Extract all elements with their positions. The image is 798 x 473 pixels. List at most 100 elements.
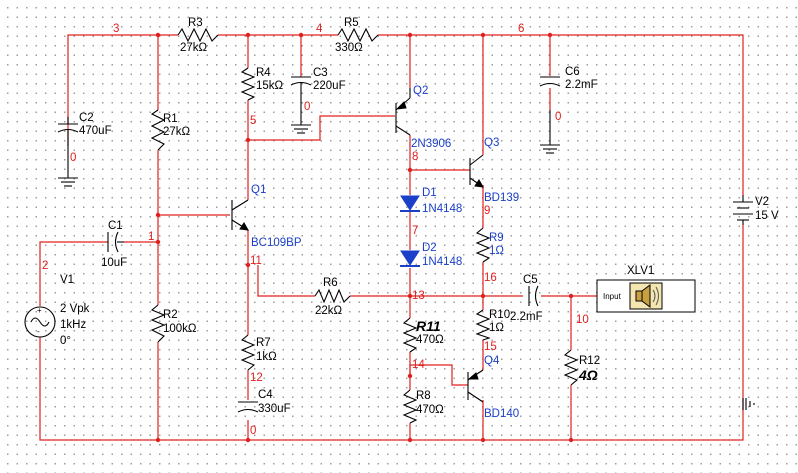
- q3-model: BD139: [484, 192, 519, 204]
- svg-text:+: +: [37, 306, 42, 315]
- resistor-r10[interactable]: [475, 309, 491, 341]
- r12-ref: R12: [579, 355, 600, 367]
- v1-amp: 2 Vpk: [60, 303, 90, 315]
- net-1: 1: [148, 231, 154, 243]
- net-11: 11: [250, 255, 262, 267]
- resistor-r7[interactable]: [240, 334, 256, 371]
- r11-ref: R11: [416, 318, 441, 334]
- resistor-r2[interactable]: [150, 304, 166, 343]
- resistor-r1[interactable]: [150, 109, 166, 151]
- r7-value: 1kΩ: [256, 351, 277, 363]
- r8-ref: R8: [416, 390, 431, 402]
- r3-value: 27kΩ: [180, 42, 208, 54]
- r10-ref: R10: [489, 309, 510, 321]
- c5-value: 2.2mF: [510, 311, 543, 323]
- c1-value: 10uF: [101, 257, 127, 269]
- capacitor-c2[interactable]: [57, 117, 79, 187]
- r3-ref: R3: [188, 17, 203, 29]
- c2-ref: C2: [79, 112, 94, 124]
- r11-value: 470Ω: [416, 334, 444, 346]
- net-0-gnd: 0: [250, 425, 256, 437]
- diode-d1[interactable]: [400, 195, 420, 212]
- svg-text:-: -: [37, 327, 40, 336]
- capacitor-c6[interactable]: [539, 76, 561, 154]
- component-labels: R3 27kΩ R5 330Ω C2 470uF R1 27kΩ R4 15kΩ…: [60, 17, 779, 420]
- c1-ref: C1: [108, 220, 123, 232]
- v2-value: 15 V: [755, 210, 779, 222]
- capacitor-c1[interactable]: [107, 231, 124, 253]
- d2-ref: D2: [422, 242, 437, 254]
- q2-ref: Q2: [413, 85, 428, 97]
- capacitor-c5[interactable]: [528, 285, 539, 307]
- q2-model: 2N3906: [411, 138, 451, 150]
- ac-source-v1[interactable]: + -: [24, 306, 56, 338]
- resistor-r3[interactable]: [177, 27, 219, 43]
- wires: [39, 34, 744, 441]
- r9-value: 1Ω: [489, 245, 504, 257]
- transistor-q1[interactable]: [231, 199, 249, 231]
- probe-xlv1[interactable]: [596, 279, 696, 313]
- resistor-r5[interactable]: [337, 27, 379, 43]
- dc-source-v2[interactable]: [733, 195, 753, 225]
- resistor-r12[interactable]: [563, 349, 579, 386]
- net-2: 2: [42, 260, 48, 272]
- r8-value: 470Ω: [416, 404, 444, 416]
- r6-value: 22kΩ: [315, 305, 343, 317]
- net-14: 14: [412, 359, 425, 371]
- resistor-r9[interactable]: [475, 227, 491, 263]
- transistor-q3[interactable]: [469, 154, 484, 188]
- resistor-r4[interactable]: [240, 67, 256, 101]
- resistor-r11[interactable]: [402, 317, 418, 353]
- r6-ref: R6: [323, 277, 338, 289]
- q4-model: BD140: [484, 408, 519, 420]
- c4-value: 330uF: [258, 403, 291, 415]
- v1-freq: 1kHz: [60, 319, 86, 331]
- v1-phase: 0°: [60, 335, 71, 347]
- v2-ref: V2: [755, 196, 769, 208]
- net-6: 6: [518, 23, 524, 35]
- r12-value: 4Ω: [578, 367, 598, 383]
- r9-ref: R9: [489, 232, 504, 244]
- c3-value: 220uF: [313, 80, 346, 92]
- d1-ref: D1: [422, 187, 437, 199]
- net-4: 4: [316, 23, 323, 35]
- c4-ref: C4: [258, 389, 273, 401]
- c2-value: 470uF: [79, 125, 112, 137]
- net-0-c6: 0: [555, 111, 561, 123]
- net-5: 5: [250, 115, 256, 127]
- capacitor-c3[interactable]: [290, 76, 312, 134]
- transistor-q4[interactable]: [467, 369, 484, 403]
- diode-d2[interactable]: [400, 250, 420, 267]
- net-3: 3: [113, 23, 119, 35]
- capacitor-c4[interactable]: [237, 401, 259, 413]
- transistor-q2[interactable]: [395, 88, 411, 136]
- r7-ref: R7: [256, 337, 271, 349]
- net-0-c2: 0: [70, 152, 76, 164]
- q1-model: BC109BP: [251, 237, 302, 249]
- net-16: 16: [484, 272, 497, 284]
- net-7: 7: [412, 225, 418, 237]
- r2-value: 100kΩ: [163, 323, 197, 335]
- c6-value: 2.2mF: [565, 79, 598, 91]
- q3-ref: Q3: [484, 137, 499, 149]
- r10-value: 1Ω: [489, 322, 504, 334]
- resistor-r8[interactable]: [402, 389, 418, 424]
- c5-ref: C5: [523, 274, 538, 286]
- xlv1-input-label: Input: [603, 292, 622, 301]
- d1-model: 1N4148: [422, 203, 462, 215]
- net-13: 13: [412, 290, 425, 302]
- q4-ref: Q4: [484, 355, 500, 367]
- resistor-r6[interactable]: [314, 288, 351, 304]
- net-labels: 3 4 6 0 0 0 5 1 2 11 12 0 8 7 13 14 9 16…: [42, 23, 589, 437]
- r5-ref: R5: [344, 17, 359, 29]
- net-12: 12: [250, 372, 263, 384]
- net-9: 9: [484, 205, 490, 217]
- net-10: 10: [576, 314, 589, 326]
- c3-ref: C3: [313, 67, 328, 79]
- r1-value: 27kΩ: [163, 126, 191, 138]
- v1-ref: V1: [60, 274, 74, 286]
- net-0-c3: 0: [304, 101, 310, 113]
- r4-value: 15kΩ: [256, 80, 284, 92]
